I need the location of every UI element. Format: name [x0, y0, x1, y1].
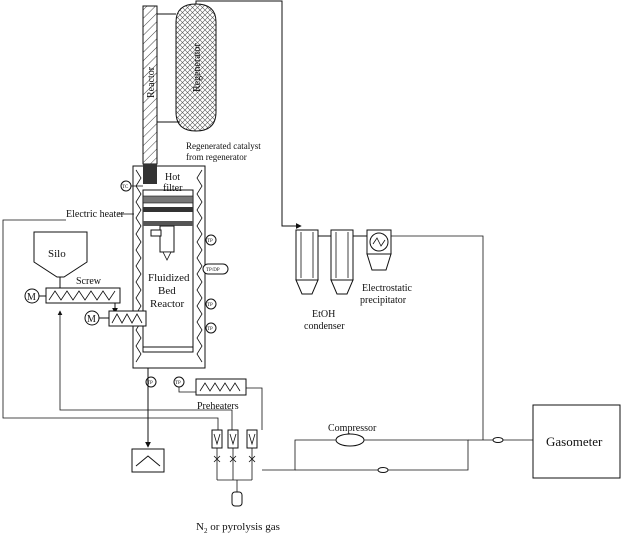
- fluidized-bed-label-3: Reactor: [150, 298, 185, 310]
- esp-label-2: precipitator: [360, 295, 407, 306]
- flow-meters: N2 or pyrolysis gas: [196, 429, 280, 535]
- esp-label-1: Electrostatic: [362, 283, 413, 294]
- compressor: Compressor: [262, 423, 533, 473]
- tp-sensor-1: TP: [207, 239, 213, 244]
- regenerator-label: Regenerator: [192, 42, 203, 92]
- gasometer: Gasometer: [532, 404, 621, 479]
- motor-2: M: [87, 314, 96, 325]
- product-gas-line: [195, 0, 302, 229]
- gasometer-label: Gasometer: [546, 434, 603, 449]
- compressor-label: Compressor: [328, 423, 377, 434]
- regen-catalyst-label-line1: Regenerated catalyst: [186, 141, 261, 151]
- electric-heater-label: Electric heater: [66, 209, 125, 220]
- preheaters: Preheaters: [178, 378, 263, 430]
- heater-wire-line: [2, 219, 219, 430]
- etoh-condenser-1: [295, 229, 319, 295]
- screw-feeder: M Screw: [24, 276, 121, 314]
- tp-sensor-2: TP: [207, 303, 213, 308]
- preheaters-label: Preheaters: [197, 401, 239, 412]
- etoh-condenser-2: [330, 229, 354, 295]
- regenerator: Regenerator Regenerated catalyst from re…: [157, 3, 261, 162]
- char-collector: [131, 368, 165, 473]
- etoh-label-1: EtOH: [312, 309, 335, 320]
- regen-catalyst-label-line2: from regenerator: [186, 152, 247, 162]
- return-line: [57, 310, 233, 430]
- screw-feeder-2: M: [84, 310, 147, 327]
- fluidized-bed-label-1: Fluidized: [148, 272, 190, 284]
- motor-1: M: [27, 292, 36, 303]
- tpdp-sensor: TP/DP: [206, 268, 220, 273]
- tp-sensor-4: TP: [147, 381, 153, 386]
- feed-gas-label: N2 or pyrolysis gas: [196, 521, 280, 535]
- screw-label: Screw: [76, 276, 102, 287]
- reactor-label: Reactor: [146, 66, 157, 98]
- silo-label: Silo: [48, 248, 66, 260]
- tp-sensor-5: TP: [175, 381, 181, 386]
- electrostatic-precipitator: Electrostatic precipitator: [360, 229, 484, 440]
- tc-sensor-1: TC: [122, 185, 129, 190]
- hot-filter-label-1: Hot: [165, 172, 180, 183]
- riser-reactor: Reactor: [142, 5, 158, 165]
- hot-filter-label-2: filter: [163, 183, 183, 194]
- silo: Silo: [33, 231, 88, 288]
- tp-sensor-3: TP: [207, 327, 213, 332]
- fluidized-bed-label-2: Bed: [158, 285, 176, 297]
- fluidized-bed-reactor: Hot filter Fluidized Bed Reactor: [132, 164, 206, 369]
- etoh-label-2: condenser: [304, 321, 345, 332]
